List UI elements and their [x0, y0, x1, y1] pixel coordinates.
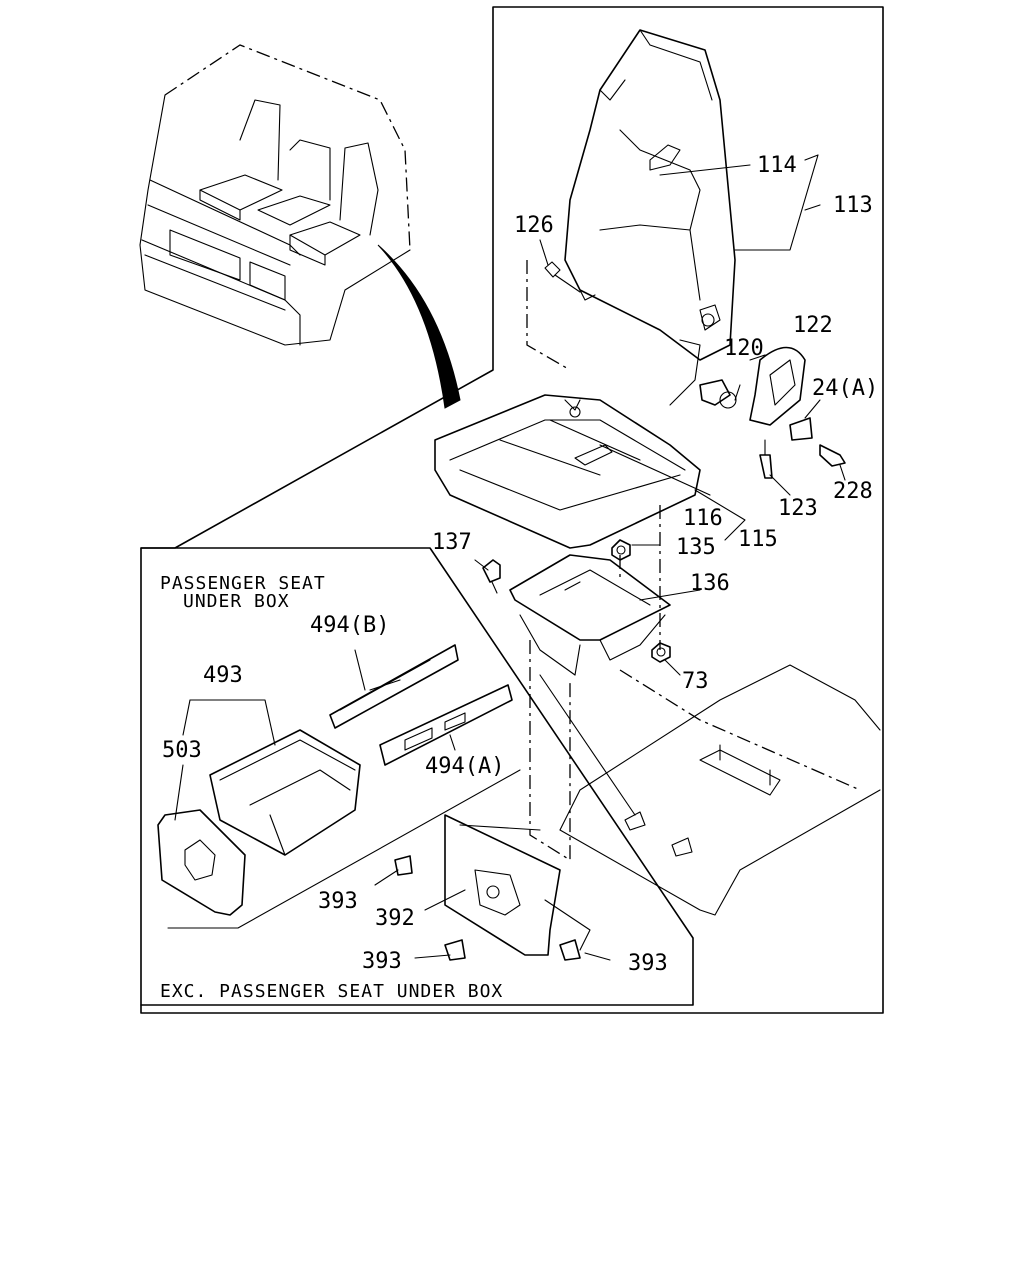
label-393-bottom: 393 — [362, 949, 402, 974]
label-123: 123 — [778, 496, 818, 521]
label-493: 493 — [203, 663, 243, 688]
label-115: 115 — [738, 527, 778, 552]
label-113: 113 — [833, 193, 873, 218]
captions: PASSENGER SEAT UNDER BOX EXC. PASSENGER … — [160, 573, 503, 1002]
label-116: 116 — [683, 506, 723, 531]
diagram-frame — [140, 6, 884, 1014]
label-126: 126 — [514, 213, 554, 238]
caption-under-box-line1: PASSENGER SEAT — [160, 573, 326, 594]
seat-bracket — [509, 505, 861, 862]
cab-floor — [539, 664, 881, 916]
caption-exc-under-box: EXC. PASSENGER SEAT UNDER BOX — [160, 981, 503, 1002]
label-114: 114 — [757, 153, 797, 178]
label-393-right: 393 — [628, 951, 668, 976]
label-393-left: 393 — [318, 889, 358, 914]
label-73: 73 — [682, 669, 709, 694]
label-137: 137 — [432, 530, 472, 555]
label-228: 228 — [833, 479, 873, 504]
leader-lines — [174, 154, 846, 961]
label-135: 135 — [676, 535, 716, 560]
label-494a: 494(A) — [425, 754, 504, 779]
label-120: 120 — [724, 336, 764, 361]
label-392: 392 — [375, 906, 415, 931]
label-494b: 494(B) — [310, 613, 389, 638]
under-box-parts — [157, 644, 513, 916]
label-503: 503 — [162, 738, 202, 763]
truck-cab-overview — [139, 44, 461, 409]
recliner-parts — [699, 346, 846, 479]
caption-under-box-line2: UNDER BOX — [183, 591, 290, 612]
cover-plate — [394, 814, 581, 961]
label-122: 122 — [793, 313, 833, 338]
seat-cushion — [434, 394, 701, 549]
label-136: 136 — [690, 571, 730, 596]
part-labels: 114 113 126 122 120 24(A) 228 123 116 11… — [162, 153, 878, 976]
seat-back — [526, 29, 736, 406]
label-24a: 24(A) — [812, 376, 878, 401]
fasteners — [482, 539, 671, 663]
